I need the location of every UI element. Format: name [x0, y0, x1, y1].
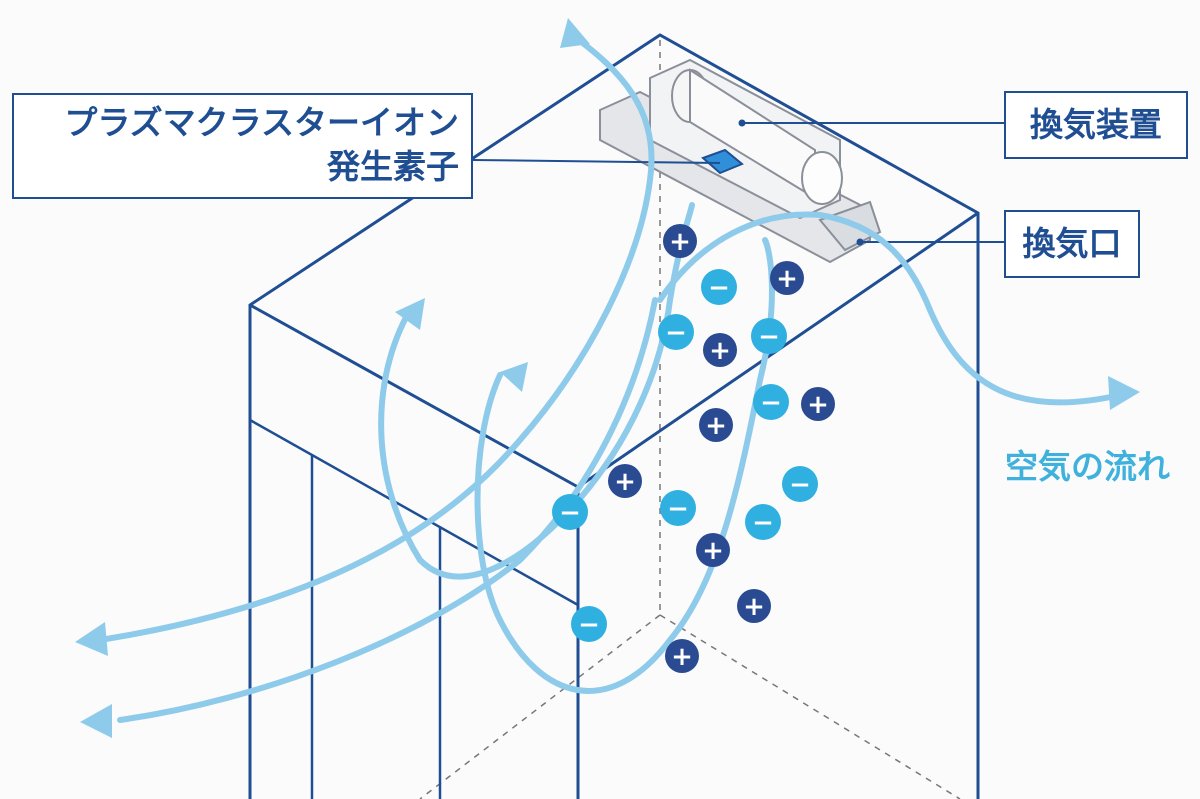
svg-text:+: + — [776, 264, 798, 294]
arrowhead-middle — [500, 362, 528, 392]
positive-ion: + — [770, 261, 804, 295]
airflow-path-4 — [117, 297, 658, 723]
negative-ion: − — [782, 466, 818, 502]
vent-cylinder-end-right — [801, 151, 843, 205]
svg-text:+: + — [614, 467, 636, 497]
positive-ion: + — [663, 224, 697, 258]
positive-ion: + — [608, 464, 642, 498]
arrowhead-left-2 — [80, 704, 112, 738]
svg-text:−: − — [559, 498, 581, 528]
svg-text:−: − — [789, 470, 811, 500]
arrowhead-right — [1108, 376, 1140, 410]
negative-ion: − — [552, 494, 588, 530]
arrowhead-up — [560, 18, 590, 48]
positive-ion: + — [703, 333, 737, 367]
negative-ion: − — [660, 490, 696, 526]
svg-text:+: + — [709, 336, 731, 366]
leader-dot-device — [738, 119, 746, 127]
svg-text:−: − — [752, 508, 774, 538]
ion-element-label-line2: 発生素子 — [327, 147, 459, 186]
leader-dot-port — [856, 238, 864, 246]
svg-text:−: − — [665, 318, 687, 348]
svg-text:−: − — [708, 273, 730, 303]
svg-text:+: + — [671, 642, 693, 672]
ventilation-device — [599, 58, 882, 264]
svg-text:+: + — [705, 411, 727, 441]
svg-text:+: + — [807, 390, 829, 420]
svg-text:+: + — [743, 592, 765, 622]
ion-element-callout: プラズマクラスターイオン 発生素子 — [12, 93, 473, 199]
positive-ion: + — [696, 533, 730, 567]
svg-text:−: − — [760, 388, 782, 418]
hidden-edges — [419, 40, 961, 799]
hidden-floor-edge-right — [659, 614, 961, 799]
negative-ion: − — [745, 504, 781, 540]
room-box-outline — [248, 33, 980, 799]
box-top-and-sides — [248, 33, 980, 799]
airflow-path-exhaust — [657, 211, 1123, 406]
svg-text:−: − — [667, 494, 689, 524]
svg-text:+: + — [702, 536, 724, 566]
leader-ion-element — [472, 159, 721, 164]
inner-horizontal-line — [249, 418, 579, 607]
arrowhead-left-1 — [75, 622, 108, 656]
positive-ion: + — [699, 408, 733, 442]
negative-ion: − — [753, 384, 789, 420]
svg-text:−: − — [578, 610, 600, 640]
ventilation-device-callout: 換気装置 — [1004, 91, 1188, 159]
ion-element-label-line1: プラズマクラスターイオン — [64, 103, 459, 142]
ion-particles: + + + + + + + + + − − − − − − − − − — [552, 224, 835, 673]
negative-ion: − — [751, 318, 787, 354]
positive-ion: + — [665, 639, 699, 673]
hidden-floor-edge-left — [419, 614, 661, 799]
airflow-label: 空気の流れ — [1005, 447, 1170, 486]
airflow-arrowheads — [75, 18, 1140, 738]
negative-ion: − — [701, 269, 737, 305]
box-top-front-edge-left — [249, 303, 579, 489]
negative-ion: − — [571, 606, 607, 642]
svg-text:−: − — [758, 322, 780, 352]
ventilation-port-callout: 換気口 — [1004, 210, 1140, 278]
airflow-path-1 — [97, 32, 655, 643]
positive-ion: + — [737, 589, 771, 623]
ion-generator-chip — [701, 148, 744, 175]
inner-frame-lines — [249, 418, 579, 799]
negative-ion: − — [658, 314, 694, 350]
svg-text:+: + — [669, 227, 691, 257]
arrowhead-upper-left — [395, 298, 425, 330]
positive-ion: + — [801, 387, 835, 421]
